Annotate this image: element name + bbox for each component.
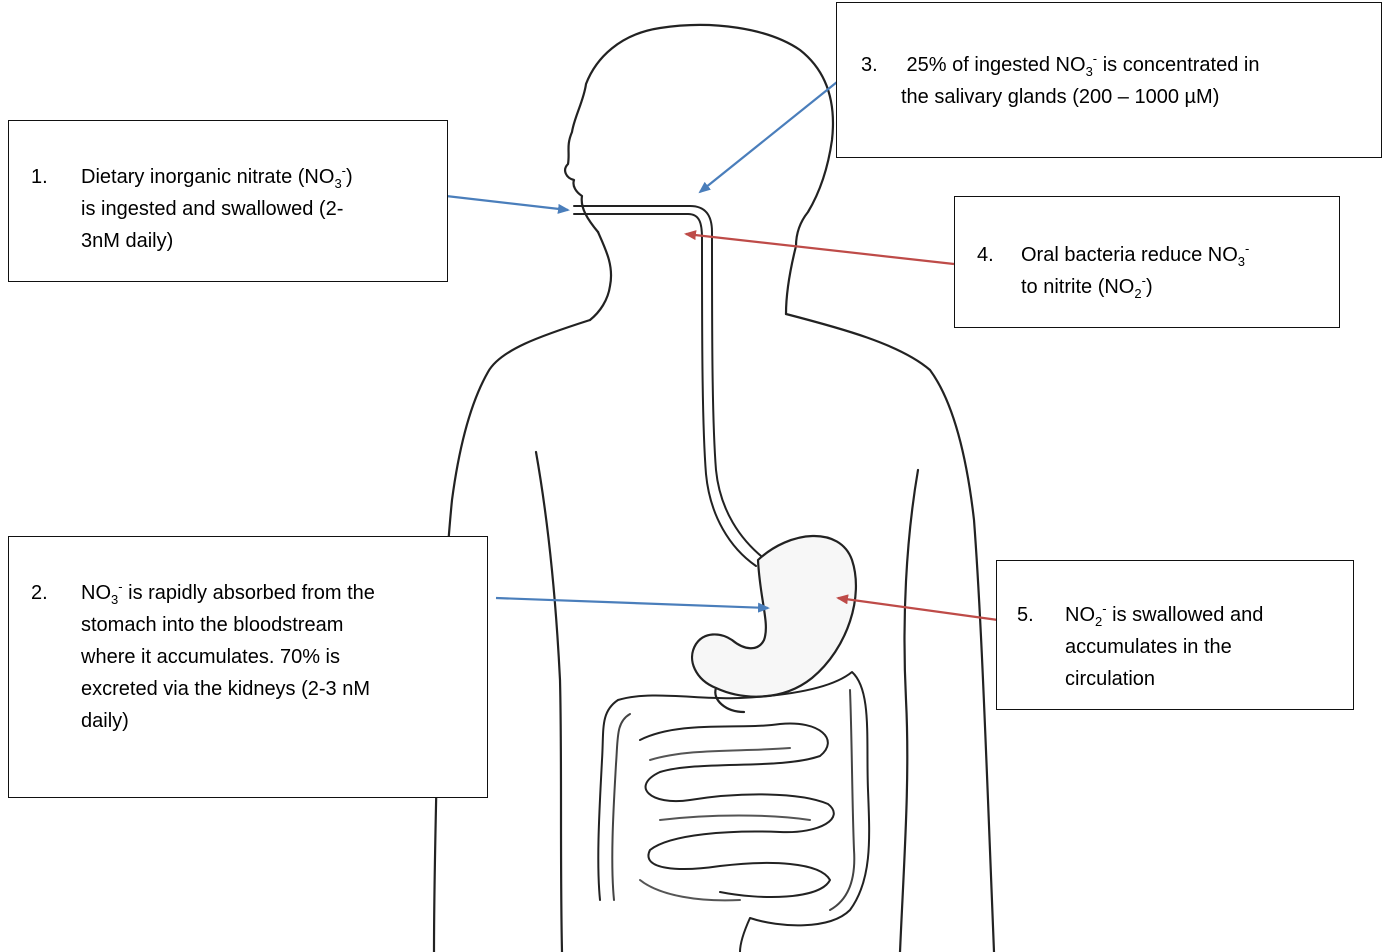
neck-front [590, 232, 611, 320]
arrow-step-2 [496, 598, 768, 608]
arrows [446, 78, 998, 620]
arrow-step-3 [700, 78, 842, 192]
step-line: Oral bacteria reduce NO3- [1021, 239, 1249, 271]
step-line: where it accumulates. 70% is [81, 641, 375, 673]
text-segment: 25% of ingested NO [901, 54, 1086, 76]
stomach [692, 536, 856, 712]
step-line: circulation [1065, 663, 1263, 695]
head-profile [565, 25, 833, 246]
arrow-step-5 [838, 598, 998, 620]
step-line: accumulates in the [1065, 631, 1263, 663]
step-number: 5. [1017, 599, 1034, 631]
text-segment: is swallowed and [1107, 604, 1264, 626]
subscript: 2 [1134, 286, 1141, 301]
step-number: 2. [31, 577, 48, 609]
step-number: 4. [977, 239, 994, 271]
intestines [598, 672, 869, 952]
left-torso-side [536, 452, 562, 952]
step-line: stomach into the bloodstream [81, 609, 375, 641]
text-segment: NO [1065, 604, 1095, 626]
text-segment: to nitrite (NO [1021, 276, 1134, 298]
subscript: 2 [1095, 614, 1102, 629]
text-segment: Dietary inorganic nitrate (NO [81, 166, 334, 188]
step-line: Dietary inorganic nitrate (NO3-) [81, 161, 353, 193]
large-intestine [598, 672, 869, 952]
step-lines: 25% of ingested NO3- is concentrated in t… [901, 49, 1259, 113]
esophagus [574, 206, 766, 566]
step-box-5: 5. NO2- is swallowed and accumulates in t… [996, 560, 1354, 710]
step-number: 1. [31, 161, 48, 193]
text-segment: circulation [1065, 668, 1155, 690]
step-line: to nitrite (NO2-) [1021, 271, 1249, 303]
step-number: 3. [861, 49, 878, 81]
step-lines: Dietary inorganic nitrate (NO3-) is inges… [81, 161, 353, 257]
step-line: daily) [81, 705, 375, 737]
text-segment: is concentrated in [1097, 54, 1259, 76]
step-box-1: 1. Dietary inorganic nitrate (NO3-) is in… [8, 120, 448, 282]
text-segment: excreted via the kidneys (2-3 nM [81, 678, 370, 700]
text-segment: daily) [81, 710, 129, 732]
text-segment: ) [1146, 276, 1153, 298]
step-line: 25% of ingested NO3- is concentrated in [901, 49, 1259, 81]
arrow-step-4 [686, 234, 954, 264]
step-box-2: 2. NO3- is rapidly absorbed from the stom… [8, 536, 488, 798]
step-line: excreted via the kidneys (2-3 nM [81, 673, 375, 705]
text-segment: Oral bacteria reduce NO [1021, 244, 1238, 266]
text-segment: is rapidly absorbed from the [123, 582, 375, 604]
subscript: 3 [1238, 254, 1245, 269]
right-torso-side [900, 470, 918, 952]
human-body-outline [434, 25, 994, 952]
superscript: - [1245, 241, 1249, 256]
text-segment: 3nM daily) [81, 230, 173, 252]
step-line: 3nM daily) [81, 225, 353, 257]
step-lines: Oral bacteria reduce NO3-to nitrite (NO2… [1021, 239, 1249, 303]
text-segment: accumulates in the [1065, 636, 1232, 658]
subscript: 3 [1086, 64, 1093, 79]
text-segment: stomach into the bloodstream [81, 614, 343, 636]
step-lines: NO3- is rapidly absorbed from the stomach… [81, 577, 375, 737]
text-segment: the salivary glands (200 – 1000 µM) [901, 86, 1219, 108]
arrow-step-1 [446, 196, 568, 210]
subscript: 3 [111, 592, 118, 607]
step-line: NO3- is rapidly absorbed from the [81, 577, 375, 609]
neck-back [786, 246, 796, 314]
step-line: the salivary glands (200 – 1000 µM) [901, 81, 1259, 113]
text-segment: is ingested and swallowed (2- [81, 198, 343, 220]
text-segment: NO [81, 582, 111, 604]
step-line: is ingested and swallowed (2- [81, 193, 353, 225]
step-line: NO2- is swallowed and [1065, 599, 1263, 631]
step-lines: NO2- is swallowed and accumulates in the c… [1065, 599, 1263, 695]
step-box-3: 3. 25% of ingested NO3- is concentrated … [836, 2, 1382, 158]
subscript: 3 [334, 176, 341, 191]
step-box-4: 4. Oral bacteria reduce NO3-to nitrite (… [954, 196, 1340, 328]
text-segment: ) [346, 166, 353, 188]
text-segment: where it accumulates. 70% is [81, 646, 340, 668]
